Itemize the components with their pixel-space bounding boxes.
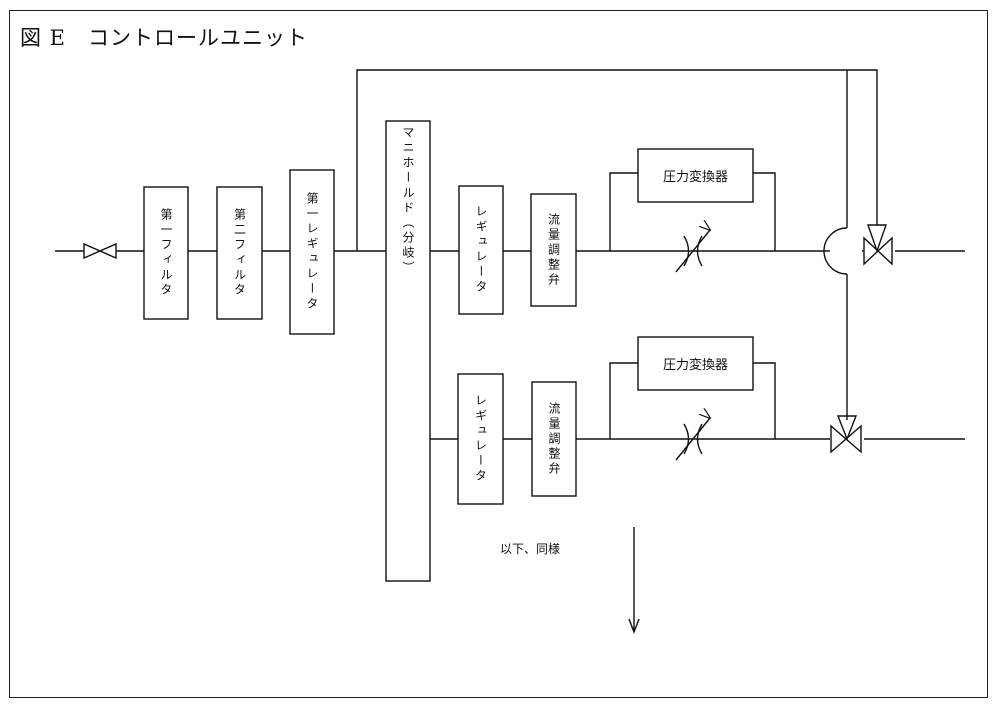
filter1-label: 第一フィルタ <box>159 208 173 298</box>
flow-valve-a-box <box>530 193 577 307</box>
arrow-down-icon <box>628 527 640 634</box>
regulator1-label-box: 第一レギュレータ <box>290 170 334 334</box>
three-way-valve-icon <box>830 415 862 454</box>
transducer-a-label: 圧力変換器 <box>662 170 728 185</box>
variable-restrictor-icon <box>675 418 710 461</box>
flow-valve-a-label: 流量調整弁 <box>546 212 561 288</box>
figure-number: 図 E <box>20 26 67 50</box>
regulator-b-label: レギュレータ <box>473 394 488 484</box>
flow-valve-b-box <box>531 381 577 497</box>
transducer-b-box <box>637 336 754 391</box>
manifold-label-box: マニホールド（分岐） <box>386 126 430 306</box>
regulator1-box <box>289 169 335 335</box>
channel-b-transducer-loop <box>609 362 638 439</box>
manifold-label: マニホールド（分岐） <box>401 126 415 276</box>
flow-valve-a-label-box: 流量調整弁 <box>531 194 576 306</box>
regulator-b-label-box: レギュレータ <box>458 374 503 504</box>
flow-valve-b-label: 流量調整弁 <box>547 401 561 477</box>
regulator-b-box <box>457 373 504 505</box>
gate-valve-icon <box>83 242 117 260</box>
filter2-label: 第二フィルタ <box>232 208 247 298</box>
filter2-label-box: 第二フィルタ <box>217 187 262 319</box>
transducer-a-box <box>637 148 754 203</box>
regulator1-label: 第一レギュレータ <box>305 192 319 312</box>
manifold-box <box>385 120 431 582</box>
channel-a-transducer-loop <box>609 172 638 251</box>
channel-a-transducer-loop-r <box>753 172 776 251</box>
figure-name: コントロールユニット <box>88 26 309 50</box>
bypass-line <box>356 69 878 251</box>
diagram-frame <box>9 10 988 698</box>
line-jump-icon <box>823 227 848 275</box>
channel-b-transducer-loop-r <box>753 362 776 439</box>
regulator-a-label: レギュレータ <box>474 205 488 295</box>
figure-title: 図 E コントロールユニット <box>20 22 308 52</box>
flow-valve-b-label-box: 流量調整弁 <box>532 382 576 496</box>
continuation-note: 以下、同様 <box>500 538 600 558</box>
transducer-b-label-box: 圧力変換器 <box>638 337 753 390</box>
filter2-box <box>216 186 263 320</box>
filter1-label-box: 第一フィルタ <box>144 187 188 319</box>
transducer-b-label: 圧力変換器 <box>662 358 728 373</box>
three-way-valve-icon <box>863 224 893 266</box>
transducer-a-label-box: 圧力変換器 <box>638 149 753 202</box>
continuation-note-text: 以下、同様 <box>500 541 561 556</box>
variable-restrictor-icon <box>675 230 710 273</box>
regulator-a-box <box>458 185 504 315</box>
regulator-a-label-box: レギュレータ <box>459 186 503 314</box>
filter1-box <box>143 186 189 320</box>
